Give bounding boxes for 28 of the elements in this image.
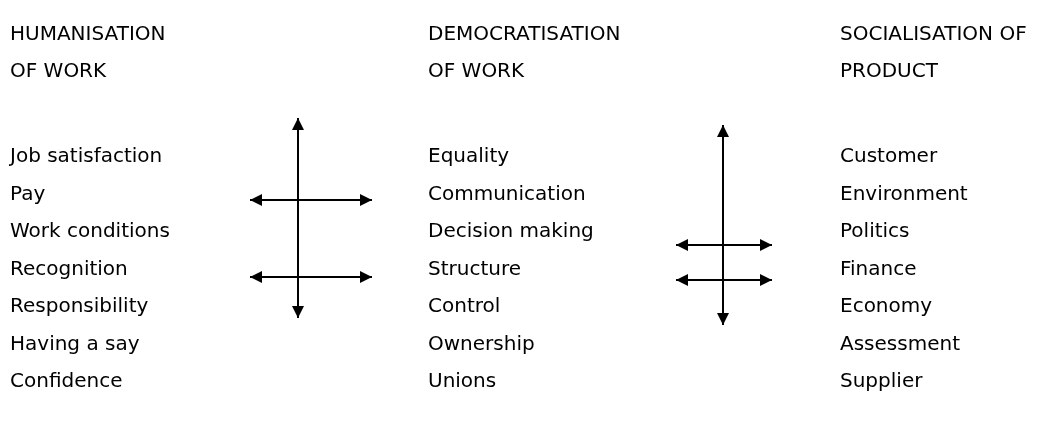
double-arrow [249,194,373,206]
column-heading: HUMANISATION OF WORK [10,20,167,84]
list-item: Confidence [10,367,123,394]
list-item: Politics [840,217,910,244]
list-item: Structure [428,254,522,282]
list-item: Supplier [840,367,923,394]
double-arrow [675,274,773,286]
list-item: Assessment [840,329,960,357]
list-item: Environment [840,179,968,207]
list-item: Job satisfaction [10,142,163,169]
list-item: Unions [428,367,497,394]
list-item: Economy [840,292,933,319]
column-heading: DEMOCRATISATION OF WORK [428,20,622,84]
list-item: Recognition [10,254,128,282]
double-arrow [249,271,373,283]
list-item: Decision making [428,217,594,244]
list-item: Ownership [428,329,535,357]
list-item: Equality [428,142,510,169]
list-item: Pay [10,179,46,207]
list-item: Work conditions [10,217,170,244]
list-item: Control [428,292,501,319]
list-item: Finance [840,254,917,282]
list-item: Responsibility [10,292,149,319]
double-arrow [675,239,773,251]
list-item: Communication [428,179,586,207]
list-item: Having a say [10,329,140,357]
column-heading: SOCIALISATION OF PRODUCT [840,20,1028,84]
list-item: Customer [840,142,938,169]
